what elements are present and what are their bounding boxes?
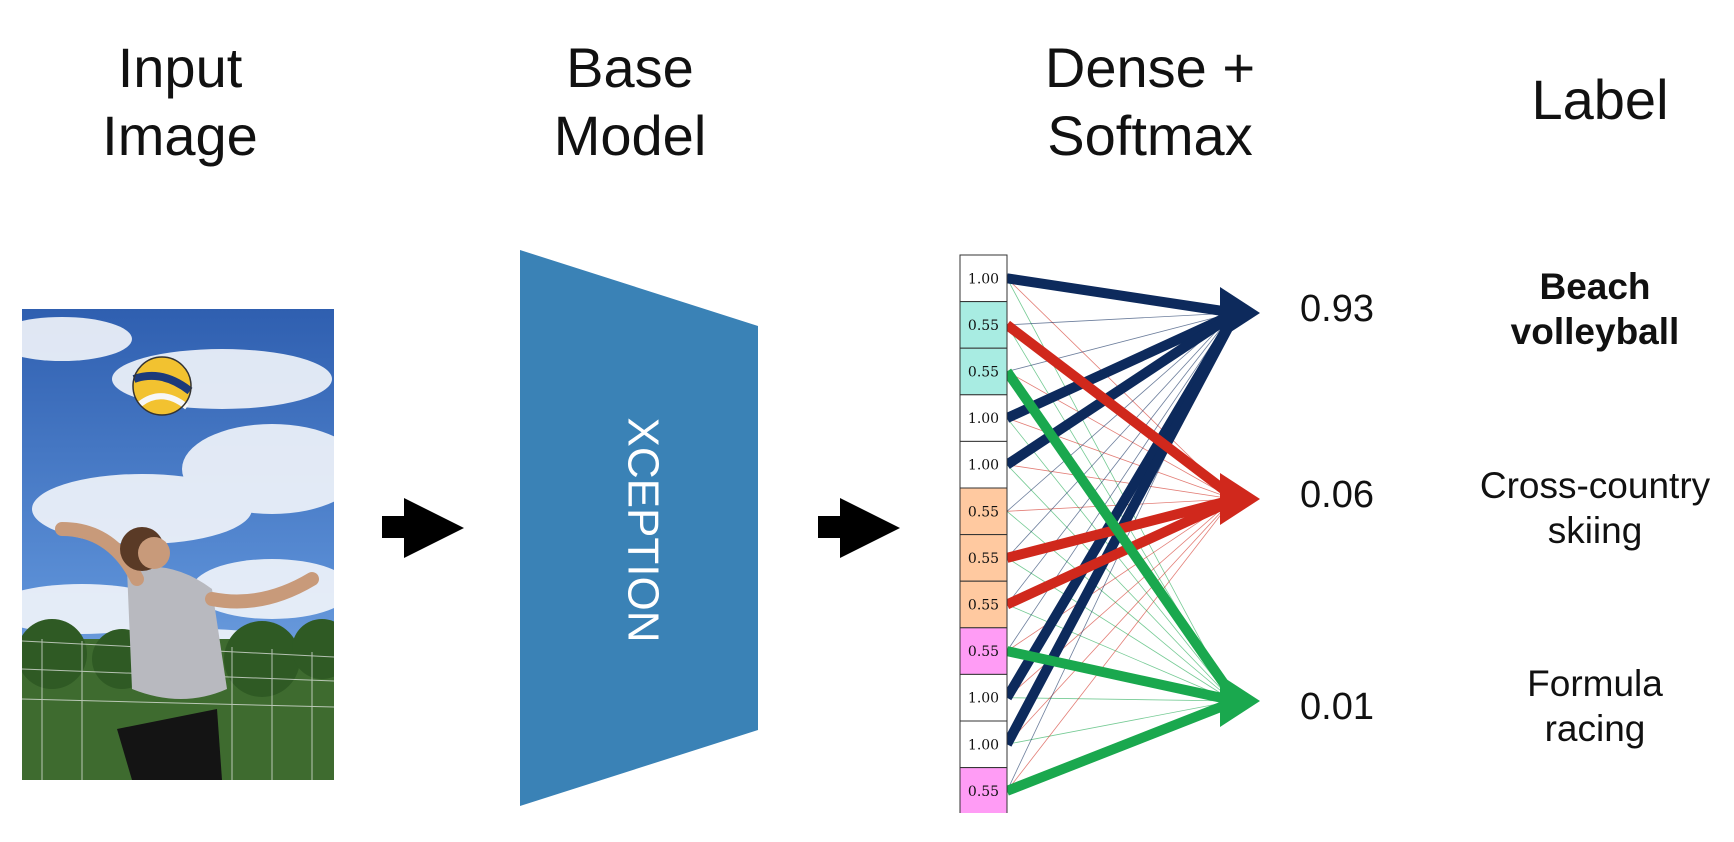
- dense-layer-svg: 1.00 0.55 0.55 1.00 1.00 0.55 0.55 0.55 0.55 1.00…: [959, 254, 1260, 815]
- header-line: Input: [117, 36, 243, 99]
- flow-arrow-icon: [818, 498, 900, 558]
- header-line: Label: [1531, 68, 1669, 131]
- label-line: Formula: [1527, 663, 1663, 704]
- header-line: Dense +: [1044, 36, 1256, 99]
- feature-vector-value: 0.55: [968, 644, 999, 660]
- strong-connection-line: [1005, 646, 1238, 706]
- weak-connection-line: [1006, 464, 1234, 702]
- feature-vector-cell: [959, 580, 1008, 629]
- label-formula-racing: Formula racing: [1470, 661, 1720, 751]
- beach-volleyball-photo: [22, 309, 334, 780]
- volleyball-icon: [132, 356, 193, 416]
- weak-connection-line: [1006, 312, 1234, 372]
- weak-connection-line: [1006, 312, 1234, 559]
- dense-layer-diagram: 1.00 0.55 0.55 1.00 1.00 0.55 0.55 0.55 0.55 1.00…: [958, 253, 1298, 815]
- strong-connection-line: [1006, 273, 1237, 318]
- weak-connection-line: [1006, 510, 1234, 702]
- weak-connection-line: [1006, 312, 1234, 605]
- feature-vector-value: 0.55: [968, 598, 999, 614]
- feature-vector-value: 1.00: [968, 411, 999, 427]
- weak-connection-line: [1006, 417, 1234, 702]
- feature-vector-value: 1.00: [968, 691, 999, 707]
- weak-connection-line: [1006, 697, 1234, 702]
- flow-arrow-icon: [382, 498, 464, 558]
- weak-connection-line: [1006, 498, 1234, 792]
- weak-connection-line: [1006, 312, 1234, 652]
- output-arrowhead-icon: [1220, 675, 1260, 727]
- feature-vector-value: 0.55: [968, 365, 999, 381]
- feature-vector-value: 0.55: [968, 504, 999, 520]
- label-line: skiing: [1547, 510, 1643, 551]
- strong-connection-line: [1003, 320, 1240, 503]
- header-line: Image: [102, 104, 258, 167]
- header-line: Base: [566, 36, 694, 99]
- base-model-header: Base Model: [510, 34, 750, 170]
- probability-cross-country-skiing: 0.06: [1300, 474, 1374, 516]
- feature-vector-value: 1.00: [968, 271, 999, 287]
- feature-vector-value: 1.00: [968, 737, 999, 753]
- feature-vector-cell: [959, 627, 1008, 675]
- feature-vector-cell: [959, 301, 1008, 349]
- output-arrowhead-icon: [1220, 473, 1260, 525]
- output-arrowhead-icon: [1220, 287, 1260, 339]
- base-model-block: XCEPTION: [518, 248, 760, 808]
- strong-connection-line: [1002, 368, 1241, 704]
- weak-connection-line: [1006, 498, 1234, 745]
- strong-connection-line: [1004, 308, 1239, 423]
- weak-connection-line: [1006, 700, 1234, 745]
- label-line: volleyball: [1510, 311, 1680, 352]
- label-header: Label: [1480, 66, 1720, 134]
- input-image-header: Input Image: [60, 34, 300, 170]
- feature-vector-cell: [959, 534, 1008, 582]
- base-model-shape: XCEPTION: [520, 250, 758, 806]
- feature-vector-cell: [959, 440, 1008, 489]
- header-line: Softmax: [1047, 104, 1253, 167]
- base-model-name: XCEPTION: [618, 418, 667, 643]
- feature-vector-cell: [959, 767, 1008, 815]
- label-line: Cross-country: [1479, 465, 1711, 506]
- feature-vector-value: 1.00: [968, 458, 999, 474]
- label-line: Beach: [1539, 266, 1651, 307]
- label-beach-volleyball: Beach volleyball: [1470, 264, 1720, 354]
- dense-softmax-header: Dense + Softmax: [1000, 34, 1300, 170]
- weak-connection-line: [1006, 312, 1234, 326]
- feature-vector-value: 0.55: [968, 551, 999, 567]
- feature-vector-cell: [959, 394, 1008, 442]
- header-line: Model: [553, 104, 707, 167]
- label-line: racing: [1544, 708, 1646, 749]
- feature-vector-cell: [959, 254, 1008, 303]
- weak-connection-line: [1006, 604, 1234, 702]
- strong-connection-line: [1004, 308, 1239, 469]
- feature-vector-cell: [959, 720, 1008, 769]
- feature-vector-value: 0.55: [968, 318, 999, 334]
- input-photo: [22, 309, 334, 780]
- strong-connection-line: [1004, 494, 1239, 610]
- player: [55, 522, 319, 780]
- probability-formula-racing: 0.01: [1300, 686, 1374, 728]
- feature-vector-cell: [959, 487, 1008, 536]
- probability-beach-volleyball: 0.93: [1300, 288, 1374, 330]
- strong-connection-line: [1005, 696, 1238, 796]
- feature-vector-cell: [959, 347, 1008, 396]
- label-cross-country-skiing: Cross-country skiing: [1470, 463, 1720, 553]
- feature-vector-value: 0.55: [968, 784, 999, 800]
